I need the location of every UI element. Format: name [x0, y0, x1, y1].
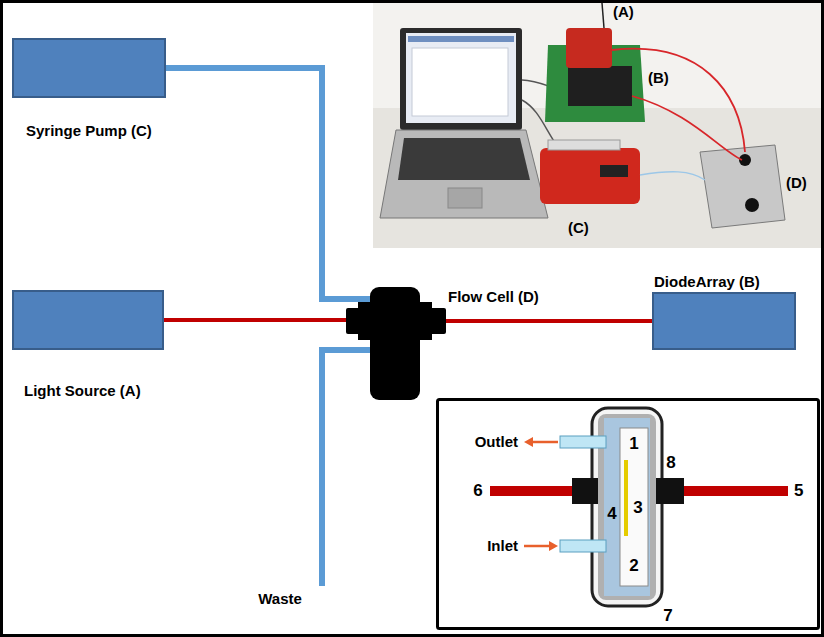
setup-photo: [373, 3, 821, 248]
callout-number: 7: [663, 606, 672, 626]
syringe-pump-device: [540, 148, 640, 204]
fiber-connector-line: [164, 318, 370, 322]
outlet-arrow-head: [524, 437, 533, 447]
flow-channel: [620, 428, 648, 586]
instrument-box: DiodeArray (B): [652, 292, 796, 350]
cell-window: [604, 418, 650, 596]
node-label: Light Source (A): [24, 382, 141, 400]
inset-frame: [438, 400, 819, 629]
photo-table: [373, 3, 821, 248]
laptop-touchpad: [448, 188, 482, 208]
optical-fiber: [684, 486, 788, 496]
callout-number: 2: [629, 556, 638, 576]
inlet-arrow-head: [549, 541, 558, 551]
laptop-screen-frame: [400, 28, 522, 130]
connector-flange: [418, 302, 432, 340]
photo-callout: (C): [568, 219, 589, 237]
light-source-device: [566, 28, 612, 68]
port-label: Outlet: [475, 433, 518, 451]
power-cable: [602, 3, 604, 28]
callout-number: 8: [666, 453, 675, 473]
port-label: Inlet: [487, 537, 518, 555]
callout-number: 6: [473, 481, 482, 501]
photo-callout: (B): [648, 69, 669, 87]
callout-number: 1: [629, 434, 638, 454]
tubing: [640, 172, 705, 180]
inlet-tube: [560, 540, 606, 552]
pump-display: [600, 165, 628, 177]
optical-fiber: [632, 96, 742, 160]
node-label: Syringe Pump (C): [26, 122, 152, 140]
instrument-box: Light Source (A): [12, 290, 164, 350]
callout-number: 4: [607, 504, 616, 524]
optical-fiber: [490, 486, 574, 496]
flow-cell-plate: [700, 145, 785, 228]
callout-number: 3: [633, 498, 642, 518]
node-label: DiodeArray (B): [654, 273, 760, 291]
node-label: Flow Cell (D): [448, 288, 539, 306]
cell-body: [598, 414, 656, 600]
tube-connector: [166, 68, 370, 299]
sensing-layer: [624, 460, 628, 536]
laptop-base: [380, 130, 548, 218]
laptop-screen: [406, 33, 516, 123]
photo-callout: (A): [613, 3, 634, 21]
callout-number: 5: [794, 481, 803, 501]
diode-array-device: [568, 66, 632, 106]
window-pane: [412, 48, 508, 116]
instrument-box: Syringe Pump (C): [12, 38, 166, 98]
syringe: [548, 140, 620, 150]
outlet-tube: [560, 436, 606, 448]
photo-callout: (D): [786, 174, 807, 192]
flow-cell-body: Flow Cell (D): [370, 287, 420, 400]
knob: [745, 198, 759, 212]
fiber-connector-line: [420, 319, 652, 323]
fiber-connector: [572, 478, 598, 504]
window-bar: [408, 36, 514, 42]
waste-label: Waste: [258, 590, 302, 608]
laptop-keyboard: [398, 138, 530, 180]
inlet-arrow: [524, 545, 550, 548]
outlet-arrow: [530, 441, 558, 444]
fiber-connector: [656, 478, 684, 504]
waste-tube: [322, 350, 370, 586]
optical-fiber: [612, 49, 745, 152]
